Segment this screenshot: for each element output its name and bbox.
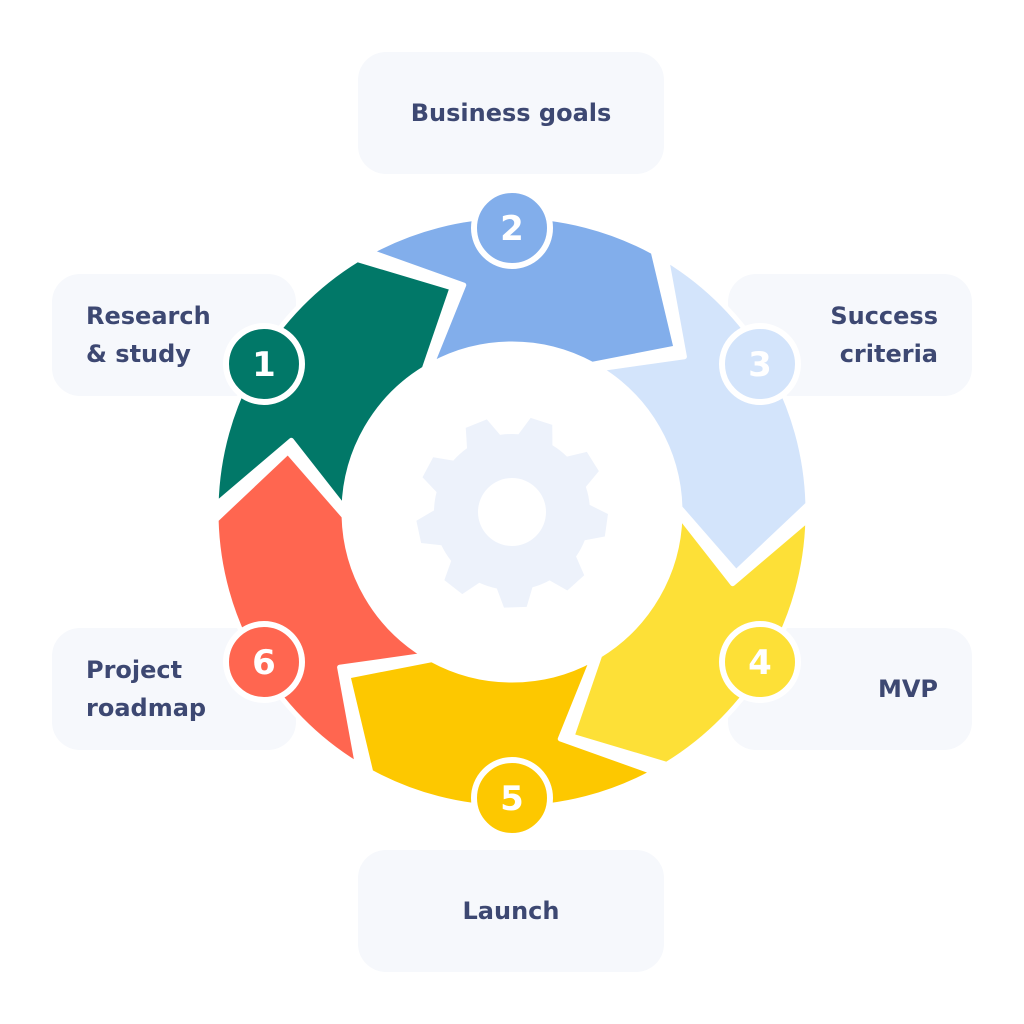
step-5-label-card: Launch	[358, 850, 664, 972]
step-3-number: 3	[748, 345, 772, 385]
step-2-label-card: Business goals	[358, 52, 664, 174]
center-disc	[346, 346, 678, 678]
wheel-segment-5	[345, 657, 656, 811]
step-badges: 1 2 3 4 5 6	[223, 187, 801, 839]
step-2-label: Business goals	[410, 99, 612, 127]
wheel-segment-1	[213, 257, 455, 511]
step-1-label: Research & study	[86, 302, 211, 368]
step-2-number: 2	[500, 209, 524, 249]
wheel-segment-4	[569, 513, 811, 767]
step-5-label: Launch	[462, 897, 560, 925]
step-1-number: 1	[252, 345, 276, 385]
step-6-badge: 6	[223, 621, 305, 703]
wheel-segments	[213, 213, 811, 811]
step-2-badge: 2	[471, 187, 553, 269]
step-3-badge: 3	[719, 323, 801, 405]
step-6-label: Project roadmap	[86, 656, 207, 722]
step-4-badge: 4	[719, 621, 801, 703]
step-4-label: MVP	[877, 675, 938, 703]
wheel-segment-3	[597, 257, 811, 575]
step-5-badge: 5	[471, 757, 553, 839]
step-6-number: 6	[252, 643, 276, 683]
wheel-segment-2	[368, 213, 679, 367]
step-4-number: 4	[748, 643, 772, 683]
step-3-label: Success criteria	[830, 302, 938, 368]
gear-icon	[416, 417, 608, 608]
step-1-badge: 1	[223, 323, 305, 405]
step-5-number: 5	[500, 779, 524, 819]
wheel-segment-6	[213, 449, 427, 767]
